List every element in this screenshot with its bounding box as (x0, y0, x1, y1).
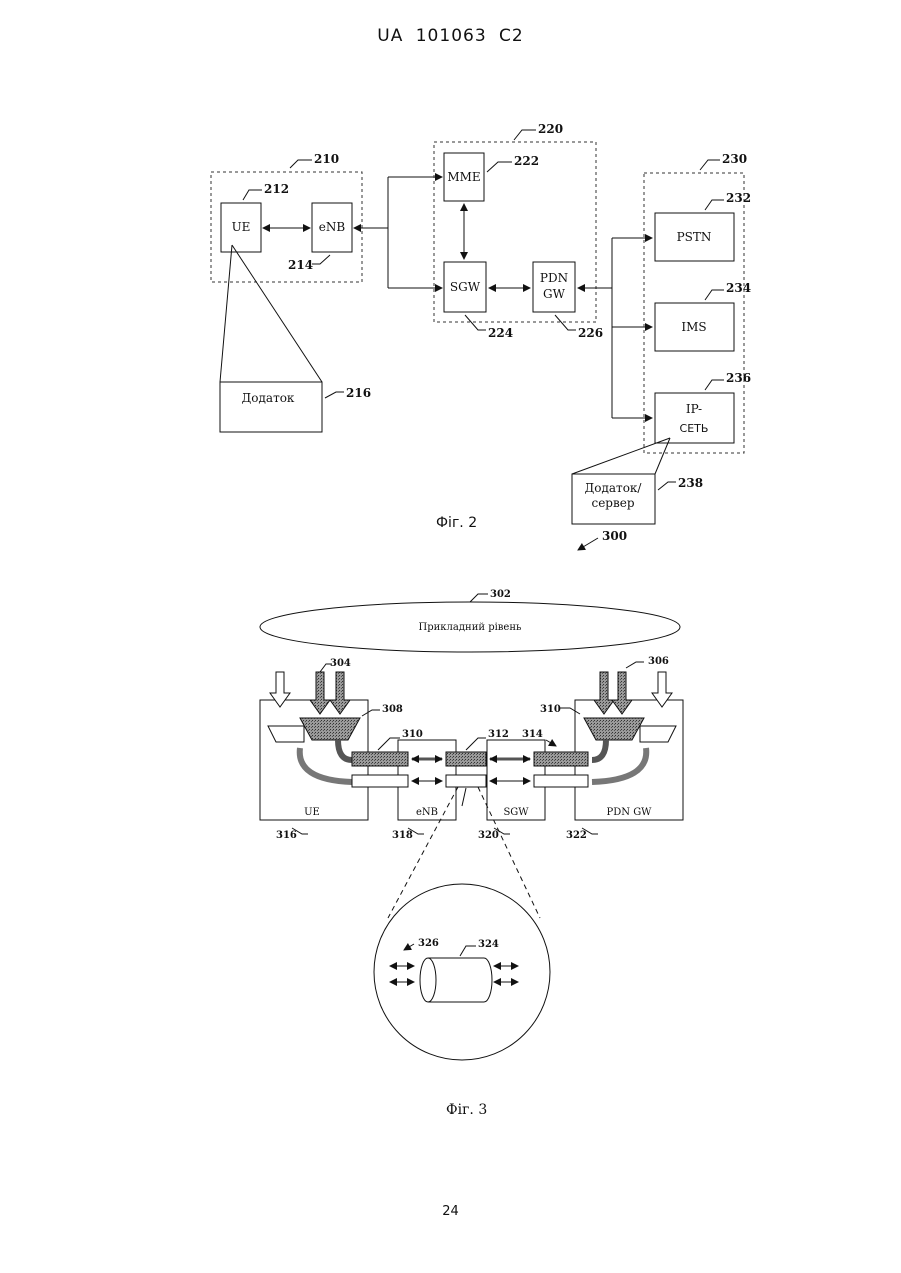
ref-318: 318 (392, 830, 413, 841)
pdn-gw-label-2: GW (543, 287, 566, 301)
pdn-gw-label-1: PDN (540, 271, 568, 285)
ref-220: 220 (538, 122, 563, 136)
ref-306: 306 (648, 656, 669, 667)
application-box (220, 382, 322, 432)
ref-316: 316 (276, 830, 297, 841)
bearer-cylinder (420, 958, 492, 1002)
ref-310b: 310 (540, 704, 561, 715)
ref-234: 234 (726, 281, 751, 295)
ref-322: 322 (566, 830, 587, 841)
ref-308: 308 (382, 704, 403, 715)
fig2-caption: Фіг. 2 (436, 515, 477, 531)
ref-302: 302 (490, 589, 511, 600)
figure-3: Прикладний рівень 302 UE eNB SGW PDN GW … (260, 589, 683, 1118)
application-label: Додаток (242, 391, 295, 405)
ref-300: 300 (602, 529, 627, 543)
ims-label: IMS (681, 320, 706, 334)
ref-312: 312 (488, 729, 509, 740)
ref-210: 210 (314, 152, 339, 166)
bearer-enb-sgw-upper-left (446, 752, 486, 766)
ref-324: 324 (478, 939, 499, 950)
ref-222: 222 (514, 154, 539, 168)
bearer-ue-enb-upper (352, 752, 408, 766)
figure-2: 210 UE 212 eNB 214 Додаток 216 220 MME (211, 122, 751, 550)
fig3-caption: Фіг. 3 (446, 1102, 487, 1118)
bearer-ue-enb-lower (352, 775, 408, 787)
ref-310a: 310 (402, 729, 423, 740)
bearer-sgw-pdn-upper (534, 752, 588, 766)
ref-232: 232 (726, 191, 751, 205)
ue-node-label: UE (304, 807, 320, 818)
enb-label: eNB (319, 220, 346, 234)
ref-230: 230 (722, 152, 747, 166)
ref-214: 214 (288, 258, 313, 272)
ref-326: 326 (418, 938, 439, 949)
application-level-label: Прикладний рівень (419, 622, 522, 633)
ip-label-1: IP- (686, 402, 702, 416)
ref-320: 320 (478, 830, 499, 841)
ue-label: UE (232, 220, 251, 234)
sgw-node-label: SGW (503, 807, 529, 818)
ref-238: 238 (678, 476, 703, 490)
ref-224: 224 (488, 326, 513, 340)
enb-node-label: eNB (416, 807, 438, 818)
bearer-sgw-pdn-lower (534, 775, 588, 787)
ref-314: 314 (522, 729, 543, 740)
app-server-label-2: сервер (591, 496, 634, 510)
ref-216: 216 (346, 386, 371, 400)
ref-304: 304 (330, 658, 351, 669)
ip-label-2: СЕТЬ (680, 422, 709, 435)
ref-212: 212 (264, 182, 289, 196)
sgw-label: SGW (450, 280, 481, 294)
ip-network-box (655, 393, 734, 443)
app-server-label-1: Додаток/ (585, 481, 643, 495)
pstn-label: PSTN (677, 230, 712, 244)
pdn-gw-node-label: PDN GW (607, 807, 653, 818)
mme-label: MME (447, 170, 480, 184)
bearer-enb-sgw-lower (446, 775, 486, 787)
ref-236: 236 (726, 371, 751, 385)
ref-226: 226 (578, 326, 603, 340)
page-number: 24 (0, 1204, 901, 1219)
